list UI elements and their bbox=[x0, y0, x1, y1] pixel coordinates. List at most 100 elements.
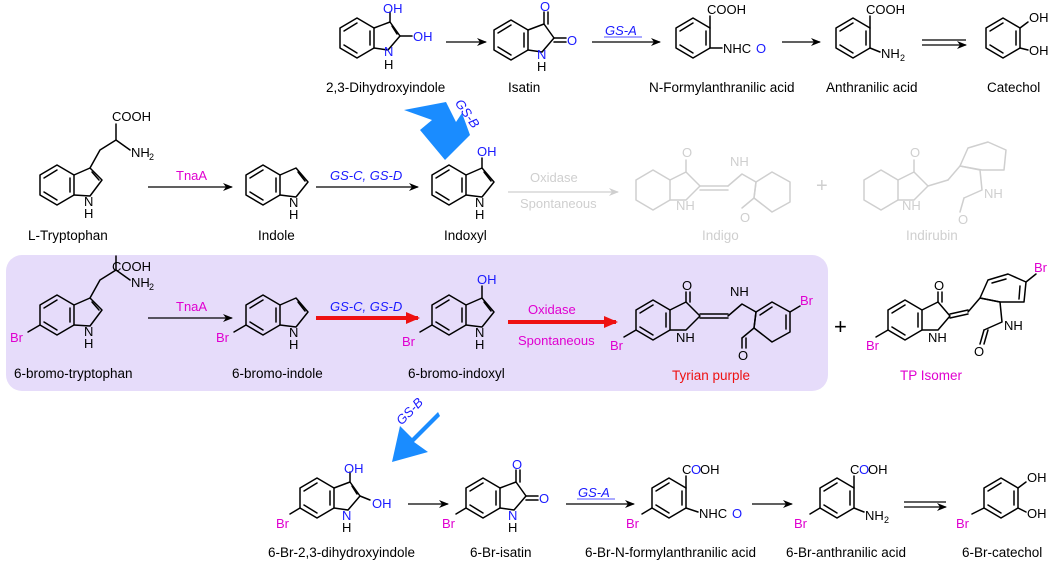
label-spontaneous: Spontaneous bbox=[518, 333, 595, 348]
svg-text:OH: OH bbox=[700, 462, 720, 477]
label-isatin: Isatin bbox=[508, 80, 540, 95]
svg-text:O: O bbox=[539, 491, 549, 506]
svg-text:O: O bbox=[691, 462, 701, 477]
svg-text:NH: NH bbox=[928, 330, 947, 345]
plus-faded: + bbox=[816, 175, 828, 197]
svg-text:H: H bbox=[537, 59, 546, 74]
svg-text:OH: OH bbox=[344, 461, 364, 476]
structure-br-anthranilic: C O OH NH 2 Br bbox=[794, 462, 889, 531]
svg-text:COOH: COOH bbox=[866, 2, 905, 17]
svg-text:NH: NH bbox=[1004, 318, 1023, 333]
plus-bromo: + bbox=[834, 314, 847, 339]
label-spontaneous-faded: Spontaneous bbox=[520, 196, 597, 211]
svg-text:NH: NH bbox=[902, 198, 921, 213]
svg-text:NH: NH bbox=[131, 275, 150, 290]
block-arrow-gsb-up bbox=[404, 102, 470, 160]
structure-catechol: OH OH bbox=[985, 10, 1049, 59]
svg-text:H: H bbox=[289, 207, 298, 222]
structure-indole: N H bbox=[245, 164, 309, 222]
svg-text:2: 2 bbox=[884, 515, 889, 525]
svg-text:OH: OH bbox=[372, 496, 392, 511]
enzyme-gscd: GS-C, GS-D bbox=[330, 168, 402, 183]
svg-text:O: O bbox=[512, 457, 522, 472]
label-catechol: Catechol bbox=[987, 80, 1040, 95]
svg-text:OH: OH bbox=[477, 272, 497, 287]
svg-text:Br: Br bbox=[216, 330, 230, 345]
label-br-anthranilic: 6-Br-anthranilic acid bbox=[786, 545, 906, 560]
svg-text:NHC: NHC bbox=[699, 506, 727, 521]
label-indole: Indole bbox=[258, 228, 295, 243]
svg-text:OH: OH bbox=[1029, 10, 1049, 25]
svg-text:COOH: COOH bbox=[707, 2, 746, 17]
svg-text:COOH: COOH bbox=[112, 259, 151, 274]
svg-text:H: H bbox=[84, 206, 93, 221]
svg-text:Br: Br bbox=[610, 338, 624, 353]
label-indirubin: Indirubin bbox=[906, 228, 958, 243]
svg-text:NHC: NHC bbox=[723, 41, 751, 56]
structure-br-catechol: OH OH Br bbox=[956, 470, 1047, 531]
svg-text:Br: Br bbox=[866, 338, 880, 353]
label-tp-isomer: TP Isomer bbox=[900, 368, 963, 383]
structure-dihydroxyindole: OH OH N H bbox=[339, 1, 433, 72]
structure-isatin: O O N H bbox=[493, 0, 577, 74]
svg-text:Br: Br bbox=[442, 516, 456, 531]
label-dihydroxyindole: 2,3-Dihydroxyindole bbox=[326, 80, 445, 95]
svg-text:O: O bbox=[859, 462, 869, 477]
label-bromotryptophan: 6-bromo-tryptophan bbox=[14, 366, 133, 381]
svg-text:O: O bbox=[974, 344, 984, 359]
svg-text:Br: Br bbox=[276, 516, 290, 531]
svg-text:H: H bbox=[475, 337, 484, 352]
svg-text:O: O bbox=[740, 210, 750, 225]
structure-indigo: O NH NH O bbox=[635, 145, 791, 225]
svg-text:H: H bbox=[475, 207, 484, 222]
label-oxidase: Oxidase bbox=[528, 302, 576, 317]
svg-text:NH: NH bbox=[984, 186, 1003, 201]
svg-text:OH: OH bbox=[868, 462, 888, 477]
svg-text:Br: Br bbox=[626, 516, 640, 531]
svg-text:Br: Br bbox=[794, 516, 808, 531]
label-anthranilic: Anthranilic acid bbox=[826, 80, 918, 95]
svg-text:O: O bbox=[732, 506, 742, 521]
structure-tp-isomer: O NH NH O Br Br bbox=[866, 260, 1048, 359]
label-br-isatin: 6-Br-isatin bbox=[470, 545, 532, 560]
svg-text:N: N bbox=[84, 324, 93, 339]
svg-text:OH: OH bbox=[1027, 470, 1047, 485]
svg-text:OH: OH bbox=[1029, 43, 1049, 58]
svg-text:H: H bbox=[384, 57, 393, 72]
svg-text:Br: Br bbox=[1034, 260, 1048, 275]
svg-text:N: N bbox=[475, 325, 484, 340]
structure-indirubin: O NH NH O bbox=[863, 141, 1007, 227]
svg-text:NH: NH bbox=[676, 198, 695, 213]
svg-text:Br: Br bbox=[956, 516, 970, 531]
svg-text:H: H bbox=[84, 336, 93, 351]
svg-text:2: 2 bbox=[900, 53, 905, 63]
enzyme-tnaa-bromo: TnaA bbox=[176, 299, 207, 314]
structure-tryptophan: COOH NH 2 N H bbox=[39, 109, 154, 221]
svg-text:C: C bbox=[850, 462, 859, 477]
svg-text:N: N bbox=[537, 47, 546, 62]
svg-text:2: 2 bbox=[149, 152, 154, 162]
svg-text:Br: Br bbox=[402, 334, 416, 349]
svg-text:C: C bbox=[682, 462, 691, 477]
label-bromoindole: 6-bromo-indole bbox=[232, 366, 323, 381]
label-indigo: Indigo bbox=[702, 228, 739, 243]
structure-tyrian-purple: O NH NH O Br Br bbox=[610, 278, 814, 363]
label-br-formyl: 6-Br-N-formylanthranilic acid bbox=[585, 545, 756, 560]
structure-bromoindole: Br N H bbox=[216, 294, 309, 352]
svg-text:OH: OH bbox=[477, 144, 497, 159]
label-oxidase-faded: Oxidase bbox=[530, 170, 578, 185]
svg-text:NH: NH bbox=[865, 508, 884, 523]
svg-text:O: O bbox=[934, 278, 944, 293]
structure-formylanthranilic: COOH NHC O bbox=[675, 2, 766, 59]
label-tyrian-purple: Tyrian purple bbox=[672, 368, 750, 383]
svg-text:O: O bbox=[540, 0, 550, 14]
svg-text:OH: OH bbox=[1027, 506, 1047, 521]
svg-text:NH: NH bbox=[131, 145, 150, 160]
enzyme-tnaa: TnaA bbox=[176, 168, 207, 183]
structure-indoxyl: OH N H bbox=[431, 144, 497, 222]
svg-text:OH: OH bbox=[383, 1, 403, 16]
structure-br-isatin: O O Br N H bbox=[442, 457, 549, 535]
svg-text:O: O bbox=[567, 33, 577, 48]
svg-text:H: H bbox=[508, 520, 517, 535]
